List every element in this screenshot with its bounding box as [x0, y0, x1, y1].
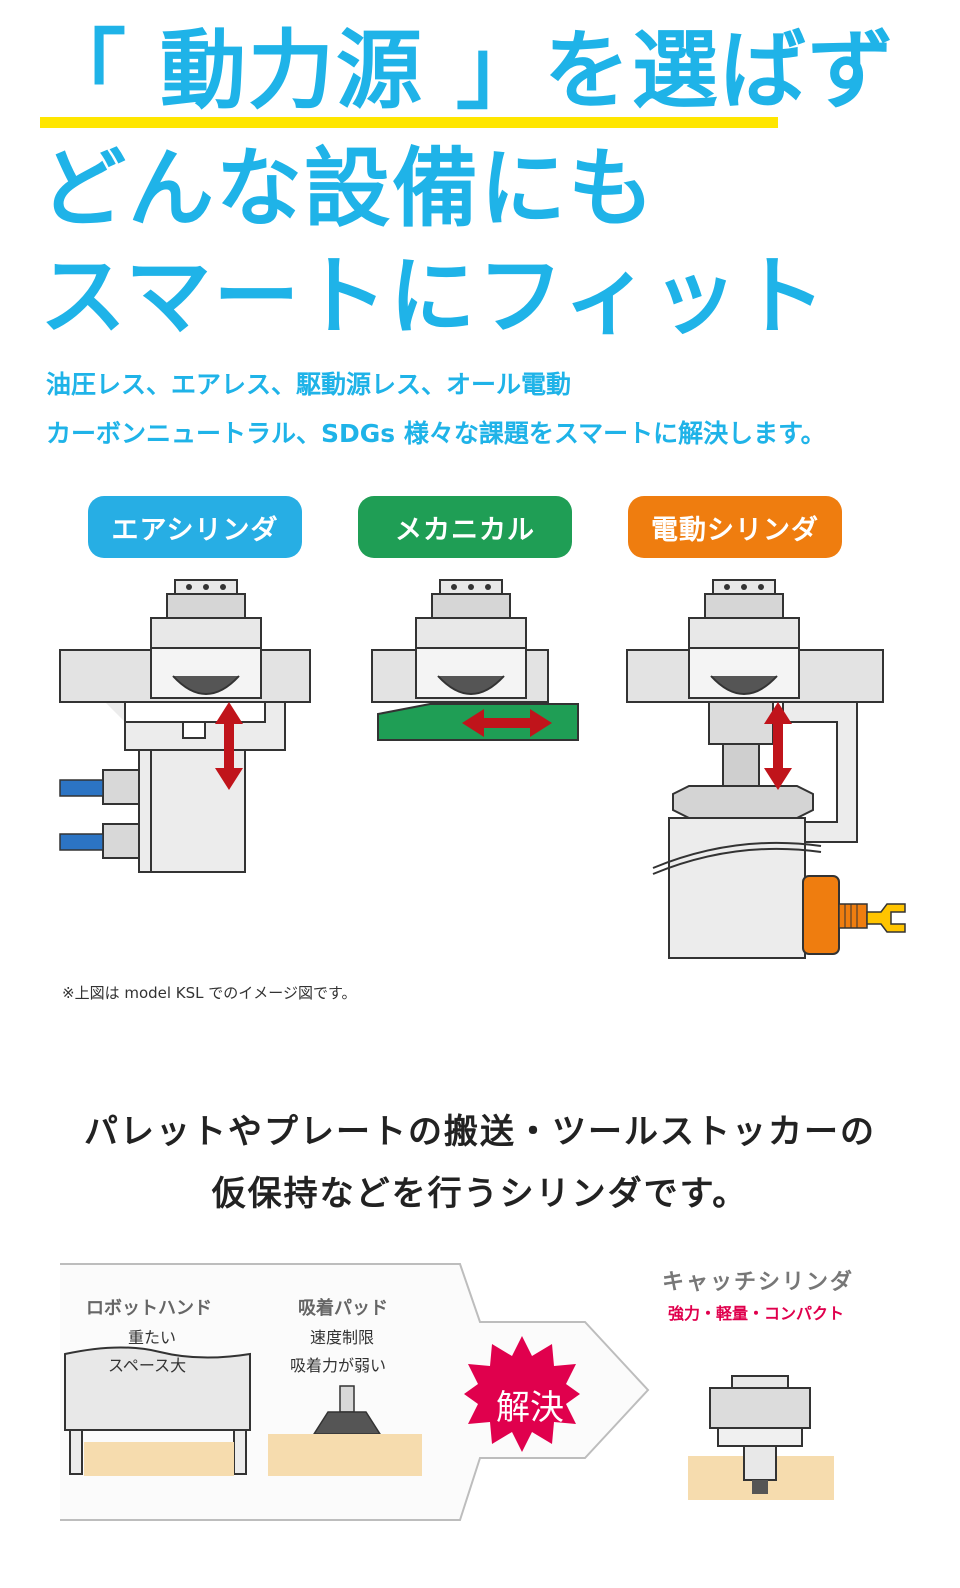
- electric-cylinder-illustration: [626, 579, 906, 959]
- headline-line-1: 「 動力源 」を選ばず: [40, 21, 896, 121]
- catch-cylinder-title: キャッチシリンダ: [662, 1270, 855, 1295]
- air-cylinder-illustration: [59, 579, 311, 873]
- suction-pad-note-1: 速度制限: [310, 1328, 375, 1347]
- double-arrow-vertical-icon: [764, 702, 792, 790]
- catch-cylinder-features: 強力・軽量・コンパクト: [668, 1304, 845, 1323]
- double-arrow-vertical-icon: [215, 702, 243, 790]
- catch-cylinder-illustration: [688, 1375, 834, 1500]
- suction-pad-note-2: 吸着力が弱い: [290, 1356, 387, 1375]
- headline-underline: [40, 117, 778, 128]
- headline-line-3: スマートにフィット: [40, 247, 828, 347]
- robot-hand-note-2: スペース大: [108, 1356, 187, 1375]
- subtitle-line-1: 油圧レス、エアレス、駆動源レス、オール電動: [46, 370, 572, 399]
- description-line-2: 仮保持などを行うシリンダです。: [211, 1174, 749, 1214]
- suction-pad-title: 吸着パッド: [298, 1298, 388, 1319]
- badge-electric-cylinder: 電動シリンダ: [628, 496, 842, 558]
- comparison-panel: [60, 1263, 650, 1521]
- badge-air-cylinder: エアシリンダ: [88, 496, 302, 558]
- badge-mechanical: メカニカル: [358, 496, 572, 558]
- subtitle-line-2: カーボンニュートラル、SDGs 様々な課題をスマートに解決します。: [46, 419, 826, 448]
- burst-badge-icon: [464, 1336, 580, 1452]
- description-line-1: パレットやプレートの搬送・ツールストッカーの: [84, 1112, 876, 1152]
- double-arrow-horizontal-icon: [462, 709, 552, 737]
- mechanical-illustration: [371, 579, 579, 741]
- robot-hand-note-1: 重たい: [128, 1328, 177, 1347]
- headline-line-2: どんな設備にも: [40, 139, 656, 239]
- robot-hand-title: ロボットハンド: [86, 1298, 212, 1319]
- illustration-note: ※上図は model KSL でのイメージ図です。: [62, 984, 357, 1002]
- resolve-label: 解決: [496, 1388, 564, 1428]
